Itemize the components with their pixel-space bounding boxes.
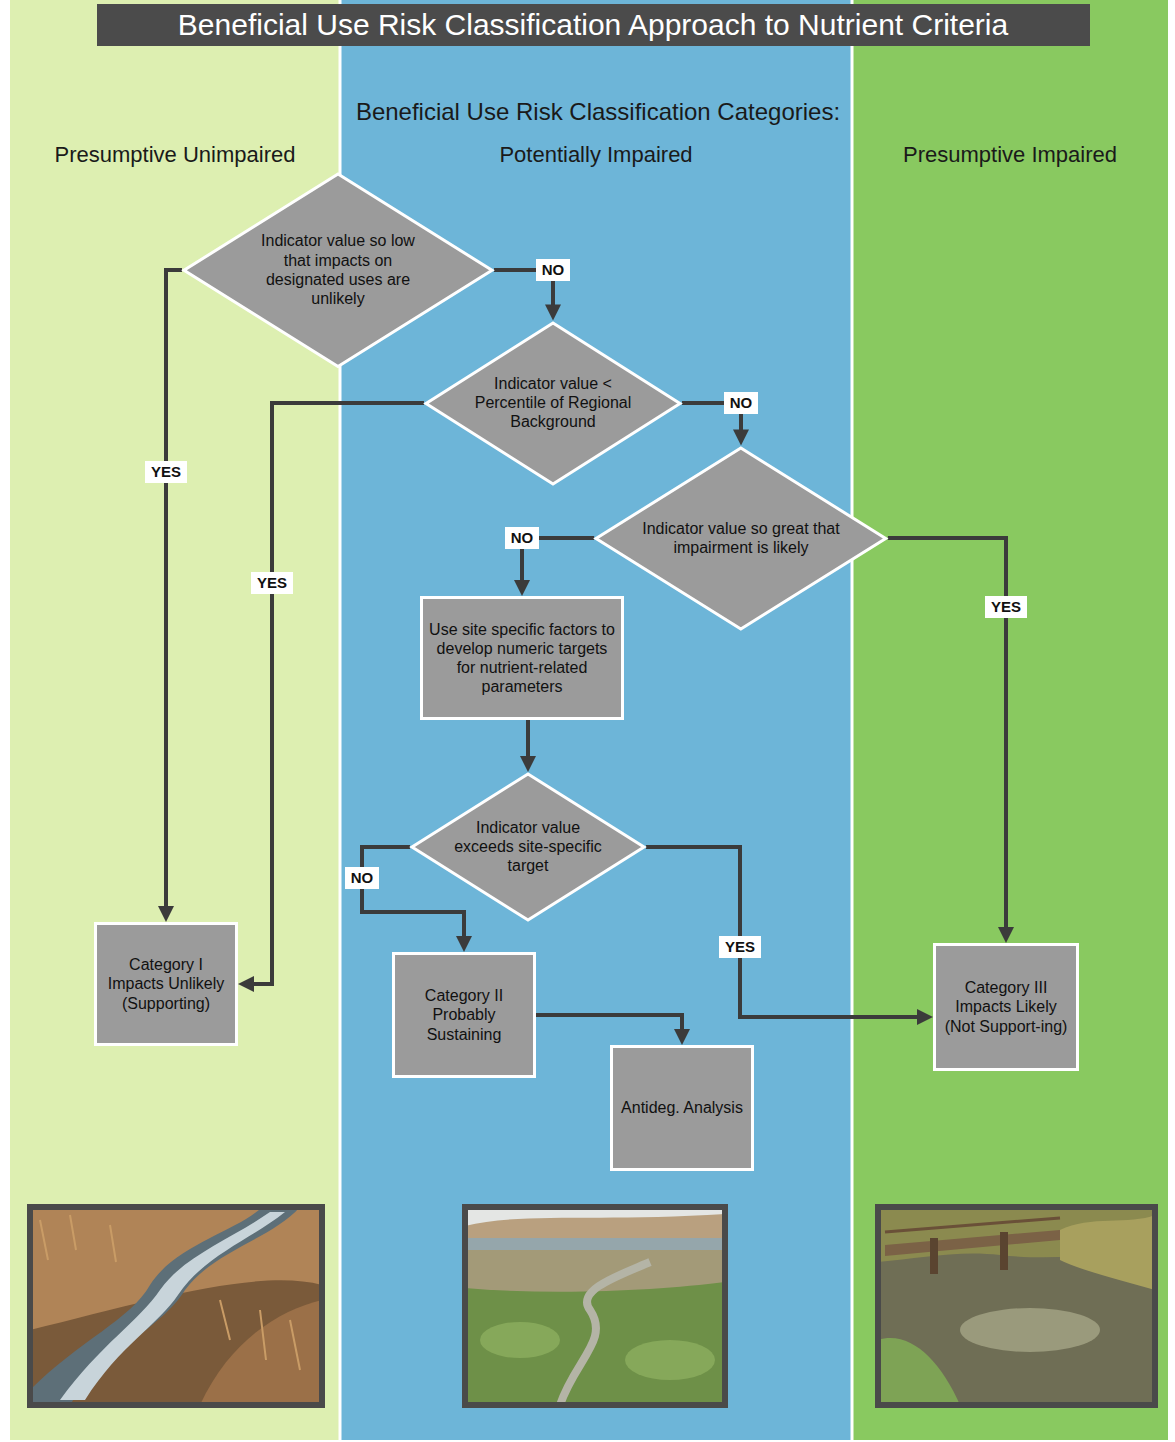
connector-line [166, 270, 182, 912]
edge-label: NO [505, 527, 540, 549]
band-heading: Presumptive Impaired [852, 142, 1168, 168]
decision-diamond: Indicator value so great that impairment… [594, 446, 888, 631]
marsh-photo [30, 1207, 322, 1405]
marsh-patch [625, 1340, 715, 1380]
diamond-shape [182, 172, 494, 369]
band-fill [340, 0, 852, 1440]
title-bar: Beneficial Use Risk Classification Appro… [97, 4, 1090, 46]
category-heading: Beneficial Use Risk Classification Categ… [356, 98, 840, 127]
connector [646, 847, 933, 1025]
diamond-text-block: Indicator value so great that impairment… [641, 519, 841, 557]
channel [560, 1262, 650, 1405]
edge-label: YES [985, 596, 1027, 618]
edge-label: NO [724, 392, 759, 414]
decision-diamond: Indicator value so low that impacts on d… [182, 172, 494, 369]
process-box: Use site specific factors to develop num… [420, 596, 624, 720]
marsh-patch [480, 1322, 560, 1358]
diamond-text: Indicator value so low that impacts on d… [246, 231, 430, 308]
arrowhead [998, 927, 1014, 943]
connector-line [536, 1015, 682, 1035]
diamond-text-block: Indicator value so low that impacts on d… [246, 231, 430, 308]
water-sheen [960, 1308, 1100, 1352]
bridge-deck [885, 1230, 1060, 1256]
water [465, 1238, 725, 1252]
analysis-box: Antideg. Analysis [610, 1045, 754, 1171]
decision-diamond: Indicator value exceeds site-specific ta… [410, 772, 646, 922]
band-fill [852, 0, 1168, 1440]
connector [238, 403, 424, 992]
plants [878, 1338, 960, 1405]
arrowhead [520, 756, 536, 772]
diamond-outline [184, 174, 492, 367]
band-heading: Potentially Impaired [340, 142, 852, 168]
edge-label: YES [719, 936, 761, 958]
edge-label: YES [251, 572, 293, 594]
connector [158, 270, 182, 922]
arrowhead [158, 906, 174, 922]
category-box: Category II Probably Sustaining [392, 952, 536, 1078]
diamond-text: Indicator value so great that impairment… [641, 519, 841, 557]
connector-line [646, 847, 923, 1017]
bridge-post [1000, 1232, 1008, 1270]
arrowhead [733, 430, 749, 446]
arrowhead [514, 580, 530, 596]
diamond-text-block: Indicator value exceeds site-specific ta… [448, 818, 608, 876]
diamond-shape [594, 446, 888, 631]
photo-frame [465, 1207, 725, 1405]
edge-label: NO [345, 867, 380, 889]
diamond-outline [426, 323, 680, 484]
photo-ground [465, 1207, 725, 1405]
bridge-rail [885, 1218, 1060, 1232]
box-text: Category I Impacts Unlikely (Supporting) [103, 955, 229, 1013]
diamond-text-block: Indicator value < Percentile of Regional… [458, 374, 648, 432]
decision-diamond: Indicator value < Percentile of Regional… [424, 321, 682, 486]
category-band: Presumptive ImpairedCategory III Impacts… [852, 0, 1168, 1440]
box-text: Category III Impacts Likely (Not Support… [942, 978, 1070, 1036]
hills [465, 1214, 725, 1242]
creek [30, 1207, 300, 1405]
edge-label: YES [145, 461, 187, 483]
edge-label: NO [536, 259, 571, 281]
box-text: Antideg. Analysis [619, 1098, 745, 1117]
connector-line [248, 403, 424, 984]
arrowhead [238, 976, 254, 992]
diamond-text: Indicator value exceeds site-specific ta… [448, 818, 608, 876]
grass-blades [40, 1215, 300, 1370]
diamond-outline [412, 774, 644, 920]
band-divider [851, 0, 854, 1440]
connector [520, 720, 536, 772]
mudflat-photo [465, 1207, 725, 1405]
diamond-text: Indicator value < Percentile of Regional… [458, 374, 648, 432]
bridge-post [930, 1238, 938, 1274]
connector-line [526, 720, 530, 762]
diamond-outline [596, 448, 886, 629]
arrowhead [545, 305, 561, 321]
photo-ground [878, 1207, 1155, 1405]
creek-reflection [60, 1212, 285, 1400]
bushes [1060, 1215, 1155, 1290]
box-text: Category II Probably Sustaining [401, 986, 527, 1044]
category-band: Potentially ImpairedIndicator value < Pe… [340, 0, 852, 1440]
pond-photo [878, 1207, 1155, 1405]
arrowhead [917, 1009, 933, 1025]
photo-frame [30, 1207, 322, 1405]
box-text: Use site specific factors to develop num… [429, 620, 615, 697]
arrowhead [674, 1029, 690, 1045]
arrowhead [456, 936, 472, 952]
band-heading: Presumptive Unimpaired [10, 142, 340, 168]
connector [536, 1015, 690, 1045]
photo-frame [878, 1207, 1155, 1405]
category-box: Category III Impacts Likely (Not Support… [933, 943, 1079, 1071]
category-box: Category I Impacts Unlikely (Supporting) [94, 922, 238, 1046]
photo-ground [30, 1207, 322, 1405]
